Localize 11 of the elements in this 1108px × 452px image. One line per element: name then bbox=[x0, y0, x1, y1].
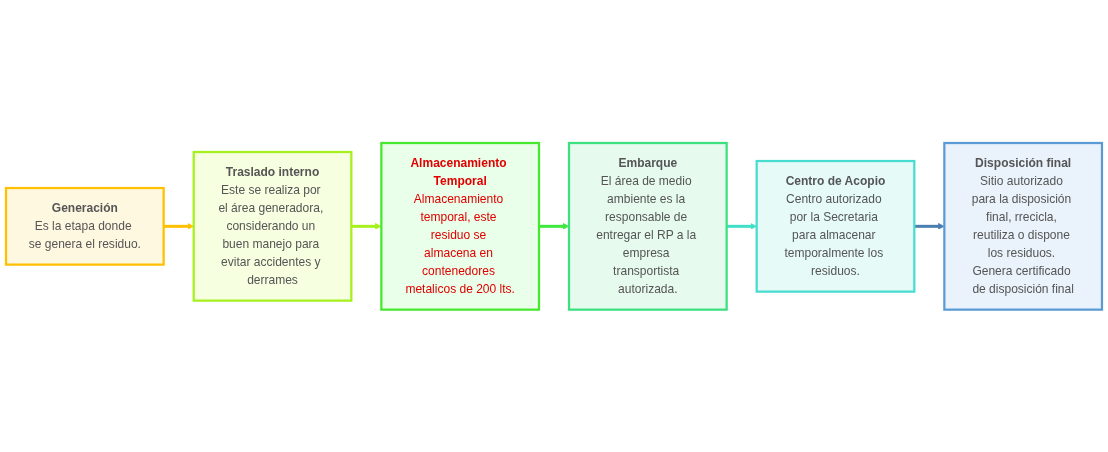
node-box: Generación Es la etapa donde se genera el residuo. bbox=[4, 186, 165, 266]
arrow bbox=[163, 222, 194, 230]
arrow bbox=[539, 222, 570, 230]
node-box: Centro de Acopio Centro autorizado por la Secretaria para almacenar temporalmente los residuos. bbox=[755, 159, 916, 293]
arrow bbox=[726, 222, 757, 230]
arrow bbox=[351, 222, 382, 230]
node-box: Disposición final Sitio autorizado para la disposición final, rrecicla, reutiliza o dispone los residuos. Genera certificado de disposición final bbox=[943, 141, 1104, 311]
node-box: Almacenamiento Temporal Almacenamiento temporal, este residuo se almacena en contenedores metalicos de 200 lts. bbox=[380, 141, 541, 311]
node-box: Traslado interno Este se realiza por el área generadora, considerando un buen manejo para evitar accidentes y derrames bbox=[192, 150, 353, 302]
node-box: Embarque El área de medio ambiente es la responsable de entregar el RP a la empresa transportista autorizada. bbox=[567, 141, 728, 311]
arrow bbox=[914, 222, 945, 230]
